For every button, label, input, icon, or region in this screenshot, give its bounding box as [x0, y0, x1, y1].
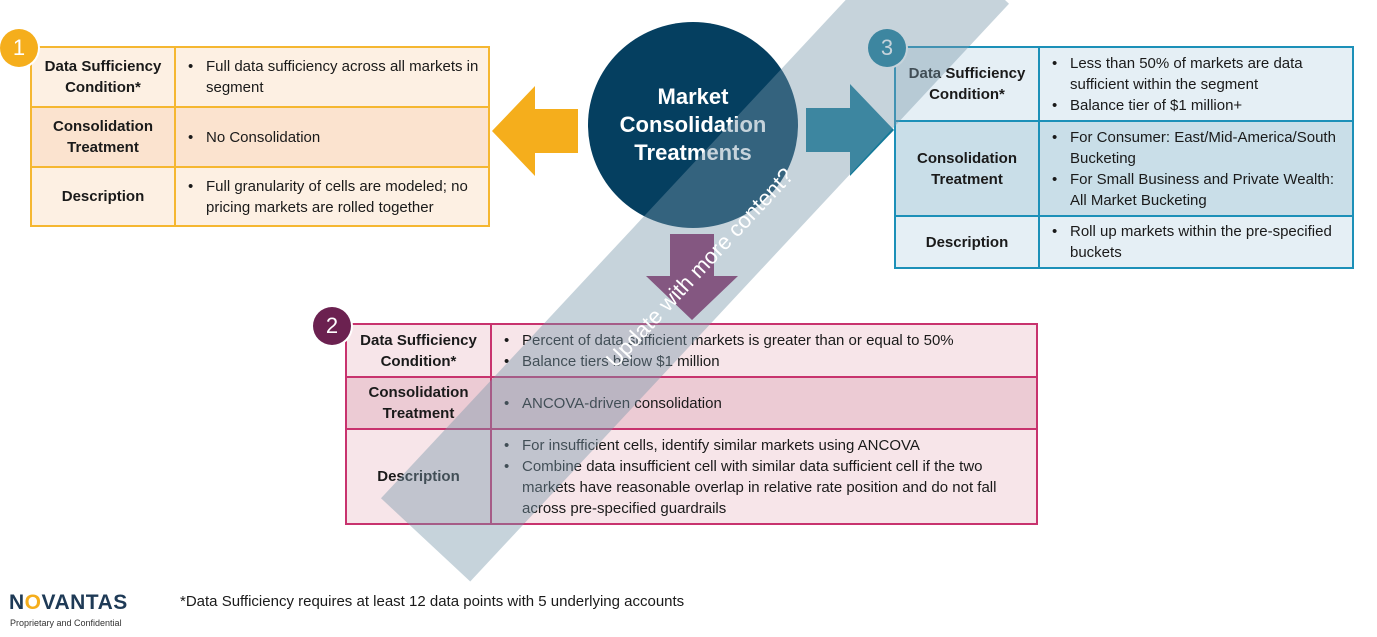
logo-text-o: O — [24, 591, 42, 614]
treatment-1-table: Data Sufficiency Condition* Full data su… — [30, 46, 490, 227]
table2-description-label: Description — [345, 428, 492, 525]
bullet: Combine data insufficient cell with simi… — [504, 456, 1028, 519]
bullet: Percent of data sufficient markets is gr… — [504, 330, 1028, 351]
table2-treatment-value: ANCOVA-driven consolidation — [490, 376, 1038, 430]
table1-treatment-value: No Consolidation — [174, 106, 490, 168]
treatment-3-table: Data Sufficiency Condition* Less than 50… — [894, 46, 1354, 269]
step-2-badge: 2 — [313, 307, 351, 345]
table1-treatment-label: Consolidation Treatment — [30, 106, 176, 168]
table1-condition-value: Full data sufficiency across all markets… — [174, 46, 490, 108]
bullet: For Consumer: East/Mid-America/South Buc… — [1052, 127, 1344, 169]
table3-treatment-value: For Consumer: East/Mid-America/South Buc… — [1038, 120, 1354, 217]
table2-condition-label: Data Sufficiency Condition* — [345, 323, 492, 378]
table3-condition-label: Data Sufficiency Condition* — [894, 46, 1040, 122]
bullet: For Small Business and Private Wealth: A… — [1052, 169, 1344, 211]
table2-treatment-label: Consolidation Treatment — [345, 376, 492, 430]
footnote: *Data Sufficiency requires at least 12 d… — [180, 593, 685, 610]
logo-text-start: N — [9, 591, 25, 614]
table1-description-label: Description — [30, 166, 176, 227]
table2-description-value: For insufficient cells, identify similar… — [490, 428, 1038, 525]
center-circle: Market Consolidation Treatments — [588, 22, 798, 228]
table3-condition-value: Less than 50% of markets are data suffic… — [1038, 46, 1354, 122]
step-1-badge: 1 — [0, 29, 38, 67]
arrow-right-icon — [806, 84, 894, 176]
table3-treatment-label: Consolidation Treatment — [894, 120, 1040, 217]
table3-description-value: Roll up markets within the pre-specified… — [1038, 215, 1354, 269]
diagram-title: Market Consolidation Treatments — [619, 84, 767, 165]
bullet: ANCOVA-driven consolidation — [504, 393, 1028, 414]
bullet: Balance tiers below $1 million — [504, 351, 1028, 372]
bullet: Roll up markets within the pre-specified… — [1052, 221, 1344, 263]
arrow-down-icon — [646, 234, 738, 320]
bullet: Full data sufficiency across all markets… — [188, 56, 480, 98]
bullet: Full granularity of cells are modeled; n… — [188, 176, 480, 218]
treatment-2-table: Data Sufficiency Condition* Percent of d… — [345, 323, 1038, 525]
arrow-left-icon — [492, 86, 578, 176]
table1-description-value: Full granularity of cells are modeled; n… — [174, 166, 490, 227]
logo-text-end: VANTAS — [41, 591, 128, 614]
company-logo: NOVANTAS — [9, 591, 128, 615]
bullet: For insufficient cells, identify similar… — [504, 435, 1028, 456]
bullet: Balance tier of $1 million+ — [1052, 95, 1344, 116]
logo-tagline: Proprietary and Confidential — [10, 618, 122, 628]
step-3-badge: 3 — [868, 29, 906, 67]
table2-condition-value: Percent of data sufficient markets is gr… — [490, 323, 1038, 378]
bullet: No Consolidation — [188, 127, 480, 148]
table3-description-label: Description — [894, 215, 1040, 269]
table1-condition-label: Data Sufficiency Condition* — [30, 46, 176, 108]
bullet: Less than 50% of markets are data suffic… — [1052, 53, 1344, 95]
